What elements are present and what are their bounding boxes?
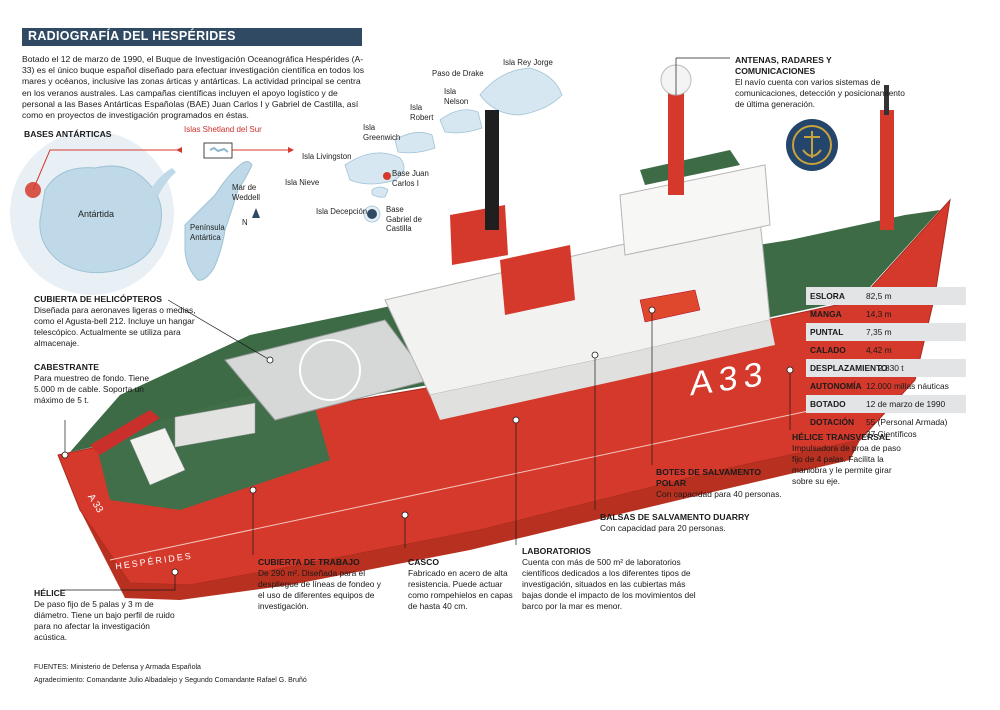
sources: FUENTES: Ministerio de Defensa y Armada … <box>34 664 201 671</box>
annotation-helice: HÉLICE De paso fijo de 5 palas y 3 m de … <box>34 588 175 642</box>
annotation-botes: BOTES DE SALVAMENTO POLAR Con capacidad … <box>656 467 782 499</box>
label-peninsula: Península Antártica <box>190 223 225 242</box>
annotation-helideck: CUBIERTA DE HELICÓPTEROS Diseñada para a… <box>34 294 196 348</box>
label-greenwich: Isla Greenwich <box>363 123 401 142</box>
annotation-laboratorios: LABORATORIOS Cuenta con más de 500 m² de… <box>522 546 696 611</box>
base-jc-marker <box>383 172 391 180</box>
title-bar: RADIOGRAFÍA DEL HESPÉRIDES <box>22 28 362 46</box>
annotation-casco: CASCO Fabricado en acero de alta resiste… <box>408 557 513 611</box>
acknowledgement: Agradecimiento: Comandante Julio Albadal… <box>34 677 307 684</box>
annotation-cubierta-trabajo: CUBIERTA DE TRABAJO De 290 m². Diseñada … <box>258 557 381 611</box>
annotation-antenas: ANTENAS, RADARES Y COMUNICACIONES El nav… <box>735 55 905 109</box>
label-shetland: Islas Shetland del Sur <box>184 125 262 134</box>
bases-heading: BASES ANTÁRTICAS <box>24 129 112 139</box>
shetland-islands <box>344 67 563 223</box>
label-livingston: Isla Livingston <box>302 152 352 161</box>
radar-mast <box>668 85 684 195</box>
label-weddell: Mar de Weddell <box>232 183 261 202</box>
label-drake: Paso de Drake <box>432 69 484 78</box>
hull-shadow <box>80 440 860 600</box>
annotation-cabestrante: CABESTRANTE Para muestreo de fondo. Tien… <box>34 362 149 405</box>
label-nelson: Isla Nelson <box>444 87 469 106</box>
label-decepcion: Isla Decepción <box>316 207 368 216</box>
page-title: RADIOGRAFÍA DEL HESPÉRIDES <box>28 29 236 43</box>
annotation-balsas: BALSAS DE SALVAMENTO DUARRY Con capacida… <box>600 512 750 533</box>
label-rey-jorge: Isla Rey Jorge <box>503 58 553 67</box>
label-base-gc: Base Gabriel de Castilla <box>386 205 422 233</box>
annotation-helice-transversal: HÉLICE TRANSVERSAL Impulsadora de proa d… <box>792 432 901 486</box>
label-base-jc: Base Juan Carlos I <box>392 169 429 188</box>
funnel-mast <box>485 110 499 230</box>
label-antarctica: Antártida <box>78 209 115 219</box>
north-label: N <box>242 218 248 227</box>
ship <box>57 64 951 600</box>
fore-mast <box>880 110 894 230</box>
label-nieve: Isla Nieve <box>285 178 320 187</box>
peninsula-map <box>184 142 260 281</box>
antarctica-inset <box>10 131 176 295</box>
label-robert: Isla Robert <box>410 103 434 122</box>
intro-text: Botado el 12 de marzo de 1990, el Buque … <box>22 54 365 121</box>
base-gc-marker <box>367 209 377 219</box>
